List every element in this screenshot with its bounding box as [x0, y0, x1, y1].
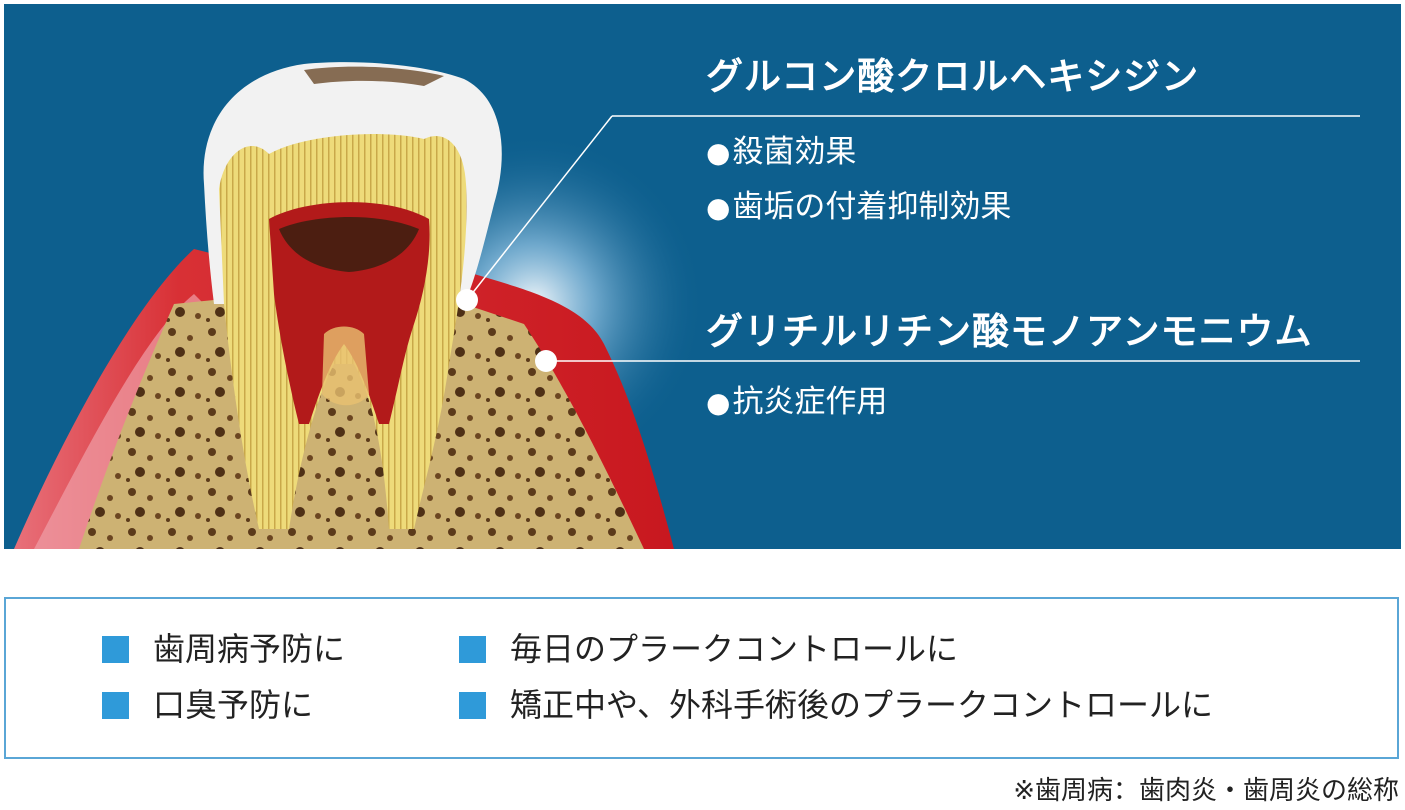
usage-label: 矯正中や、外科手術後のプラークコントロールに — [510, 686, 1214, 724]
bullet-icon: ● — [706, 386, 731, 419]
footnote: ※歯周病：歯肉炎・歯周炎の総称 — [1013, 776, 1399, 806]
square-bullet-icon — [102, 635, 129, 663]
usage-box: 歯周病予防に 口臭予防に 毎日のプラークコントロールに 矯正中や、外科手術後のプ… — [4, 597, 1399, 759]
square-bullet-icon — [459, 635, 486, 663]
usage-item: 矯正中や、外科手術後のプラークコントロールに — [459, 689, 1213, 721]
usage-item: 毎日のプラークコントロールに — [459, 633, 958, 665]
leader-line-chlorhexidine-diagonal — [466, 115, 613, 301]
usage-item: 歯周病予防に — [102, 633, 345, 665]
ingredient-title-glycyrrhizinate: グリチルリチン酸モノアンモニウム — [706, 310, 1313, 353]
effect-label: 歯垢の付着抑制効果 — [732, 189, 1012, 225]
illustration-panel: グルコン酸クロルヘキシジン ●殺菌効果 ●歯垢の付着抑制効果 グリチルリチン酸モ… — [4, 4, 1401, 549]
tooth-cross-section — [14, 62, 1360, 549]
ingredient-title-chlorhexidine: グルコン酸クロルヘキシジン — [706, 55, 1200, 98]
effect-item: ●殺菌効果 — [706, 137, 856, 168]
usage-item: 口臭予防に — [102, 689, 313, 721]
effect-label: 抗炎症作用 — [732, 384, 888, 420]
bullet-icon: ● — [706, 136, 731, 169]
bullet-icon: ● — [706, 191, 731, 224]
effect-label: 殺菌効果 — [732, 134, 857, 170]
square-bullet-icon — [102, 691, 129, 719]
root-canal — [322, 326, 369, 406]
usage-label: 口臭予防に — [153, 686, 314, 724]
effect-item: ●歯垢の付着抑制効果 — [706, 192, 1011, 223]
usage-label: 毎日のプラークコントロールに — [510, 630, 959, 668]
enamel-stain — [304, 66, 444, 86]
alveolar-bone — [79, 299, 644, 549]
pulp-chamber — [279, 216, 419, 272]
usage-label: 歯周病予防に — [153, 630, 346, 668]
square-bullet-icon — [459, 691, 486, 719]
effect-item: ●抗炎症作用 — [706, 387, 887, 418]
